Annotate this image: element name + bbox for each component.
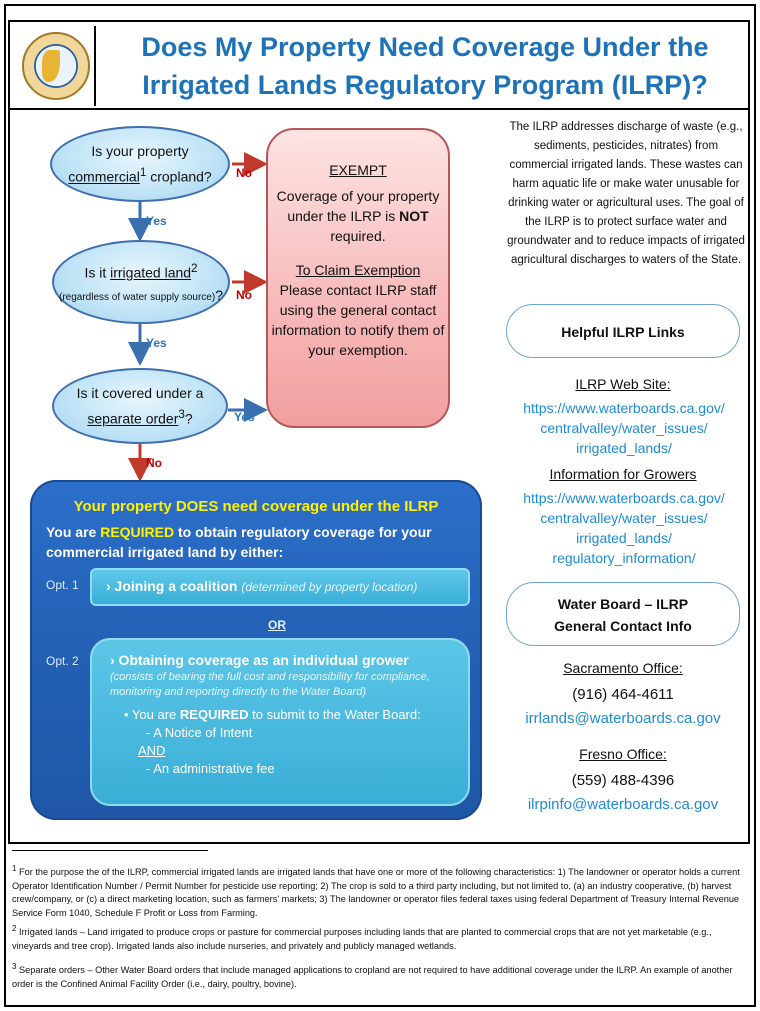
coverage-requirement: You are REQUIRED to obtain regulatory co… [46, 524, 432, 560]
option-individual: › Obtaining coverage as an individual gr… [90, 638, 470, 806]
question-irrigated: Is it irrigated land2(regardless of wate… [52, 240, 230, 324]
page-frame [4, 4, 756, 1007]
footnote-divider [12, 850, 208, 851]
option-1-label: Opt. 1 [46, 578, 79, 592]
flyer-box [8, 20, 750, 844]
sacramento-heading: Sacramento Office: [563, 660, 683, 676]
option-coalition: › Joining a coalition (determined by pro… [90, 568, 470, 606]
or-divider: OR [268, 618, 286, 632]
fresno-heading: Fresno Office: [579, 746, 667, 762]
footnote-2: 2 Irrigated lands – Land irrigated to pr… [12, 924, 712, 951]
footnote-3: 3 Separate orders – Other Water Board or… [12, 962, 733, 989]
label-no-3: No [146, 456, 162, 470]
title-line-1: Does My Property Need Coverage Under the [141, 32, 709, 62]
option-2-label: Opt. 2 [46, 654, 79, 668]
exempt-text: Coverage of your property under the ILRP… [276, 188, 440, 244]
label-yes-2: Yes [146, 336, 167, 350]
label-no-2: No [236, 288, 252, 302]
sacramento-email[interactable]: irrlands@waterboards.ca.gov [525, 710, 721, 727]
label-yes-1: Yes [146, 214, 167, 228]
fresno-email[interactable]: ilrpinfo@waterboards.ca.gov [527, 796, 719, 813]
web-site-link[interactable]: https://www.waterboards.ca.gov/centralva… [523, 400, 725, 456]
links-heading: Helpful ILRP Links [506, 304, 740, 358]
title-line-2: Irrigated Lands Regulatory Program (ILRP… [142, 70, 708, 100]
board-seal-logo [16, 26, 96, 106]
coverage-title: Your property DOES need coverage under t… [73, 498, 439, 515]
question-commercial: Is your property commercial1 cropland? [50, 126, 230, 202]
claim-heading: To Claim Exemption [295, 262, 421, 278]
sacramento-phone: (916) 464-4611 [572, 686, 674, 703]
label-no-1: No [236, 166, 252, 180]
exempt-heading: EXEMPT [329, 162, 387, 178]
fresno-phone: (559) 488-4396 [571, 772, 675, 789]
intro-text: The ILRP addresses discharge of waste (e… [507, 121, 745, 266]
exempt-box: EXEMPT Coverage of your property under t… [266, 128, 450, 428]
growers-heading: Information for Growers [549, 466, 697, 482]
page-title: Does My Property Need Coverage Under the… [110, 28, 740, 104]
footnote-1: 1 For the purpose the of the ILRP, comme… [12, 864, 740, 918]
label-yes-3: Yes [234, 410, 255, 424]
growers-link[interactable]: https://www.waterboards.ca.gov/centralva… [523, 490, 725, 566]
claim-text: Please contact ILRP staff using the gene… [271, 282, 445, 358]
web-site-heading: ILRP Web Site: [575, 376, 671, 392]
question-separate-order: Is it covered under a separate order3? [52, 368, 228, 444]
header: Does My Property Need Coverage Under the… [10, 22, 748, 110]
california-map-icon [42, 50, 60, 82]
coverage-box: Your property DOES need coverage under t… [30, 480, 482, 820]
